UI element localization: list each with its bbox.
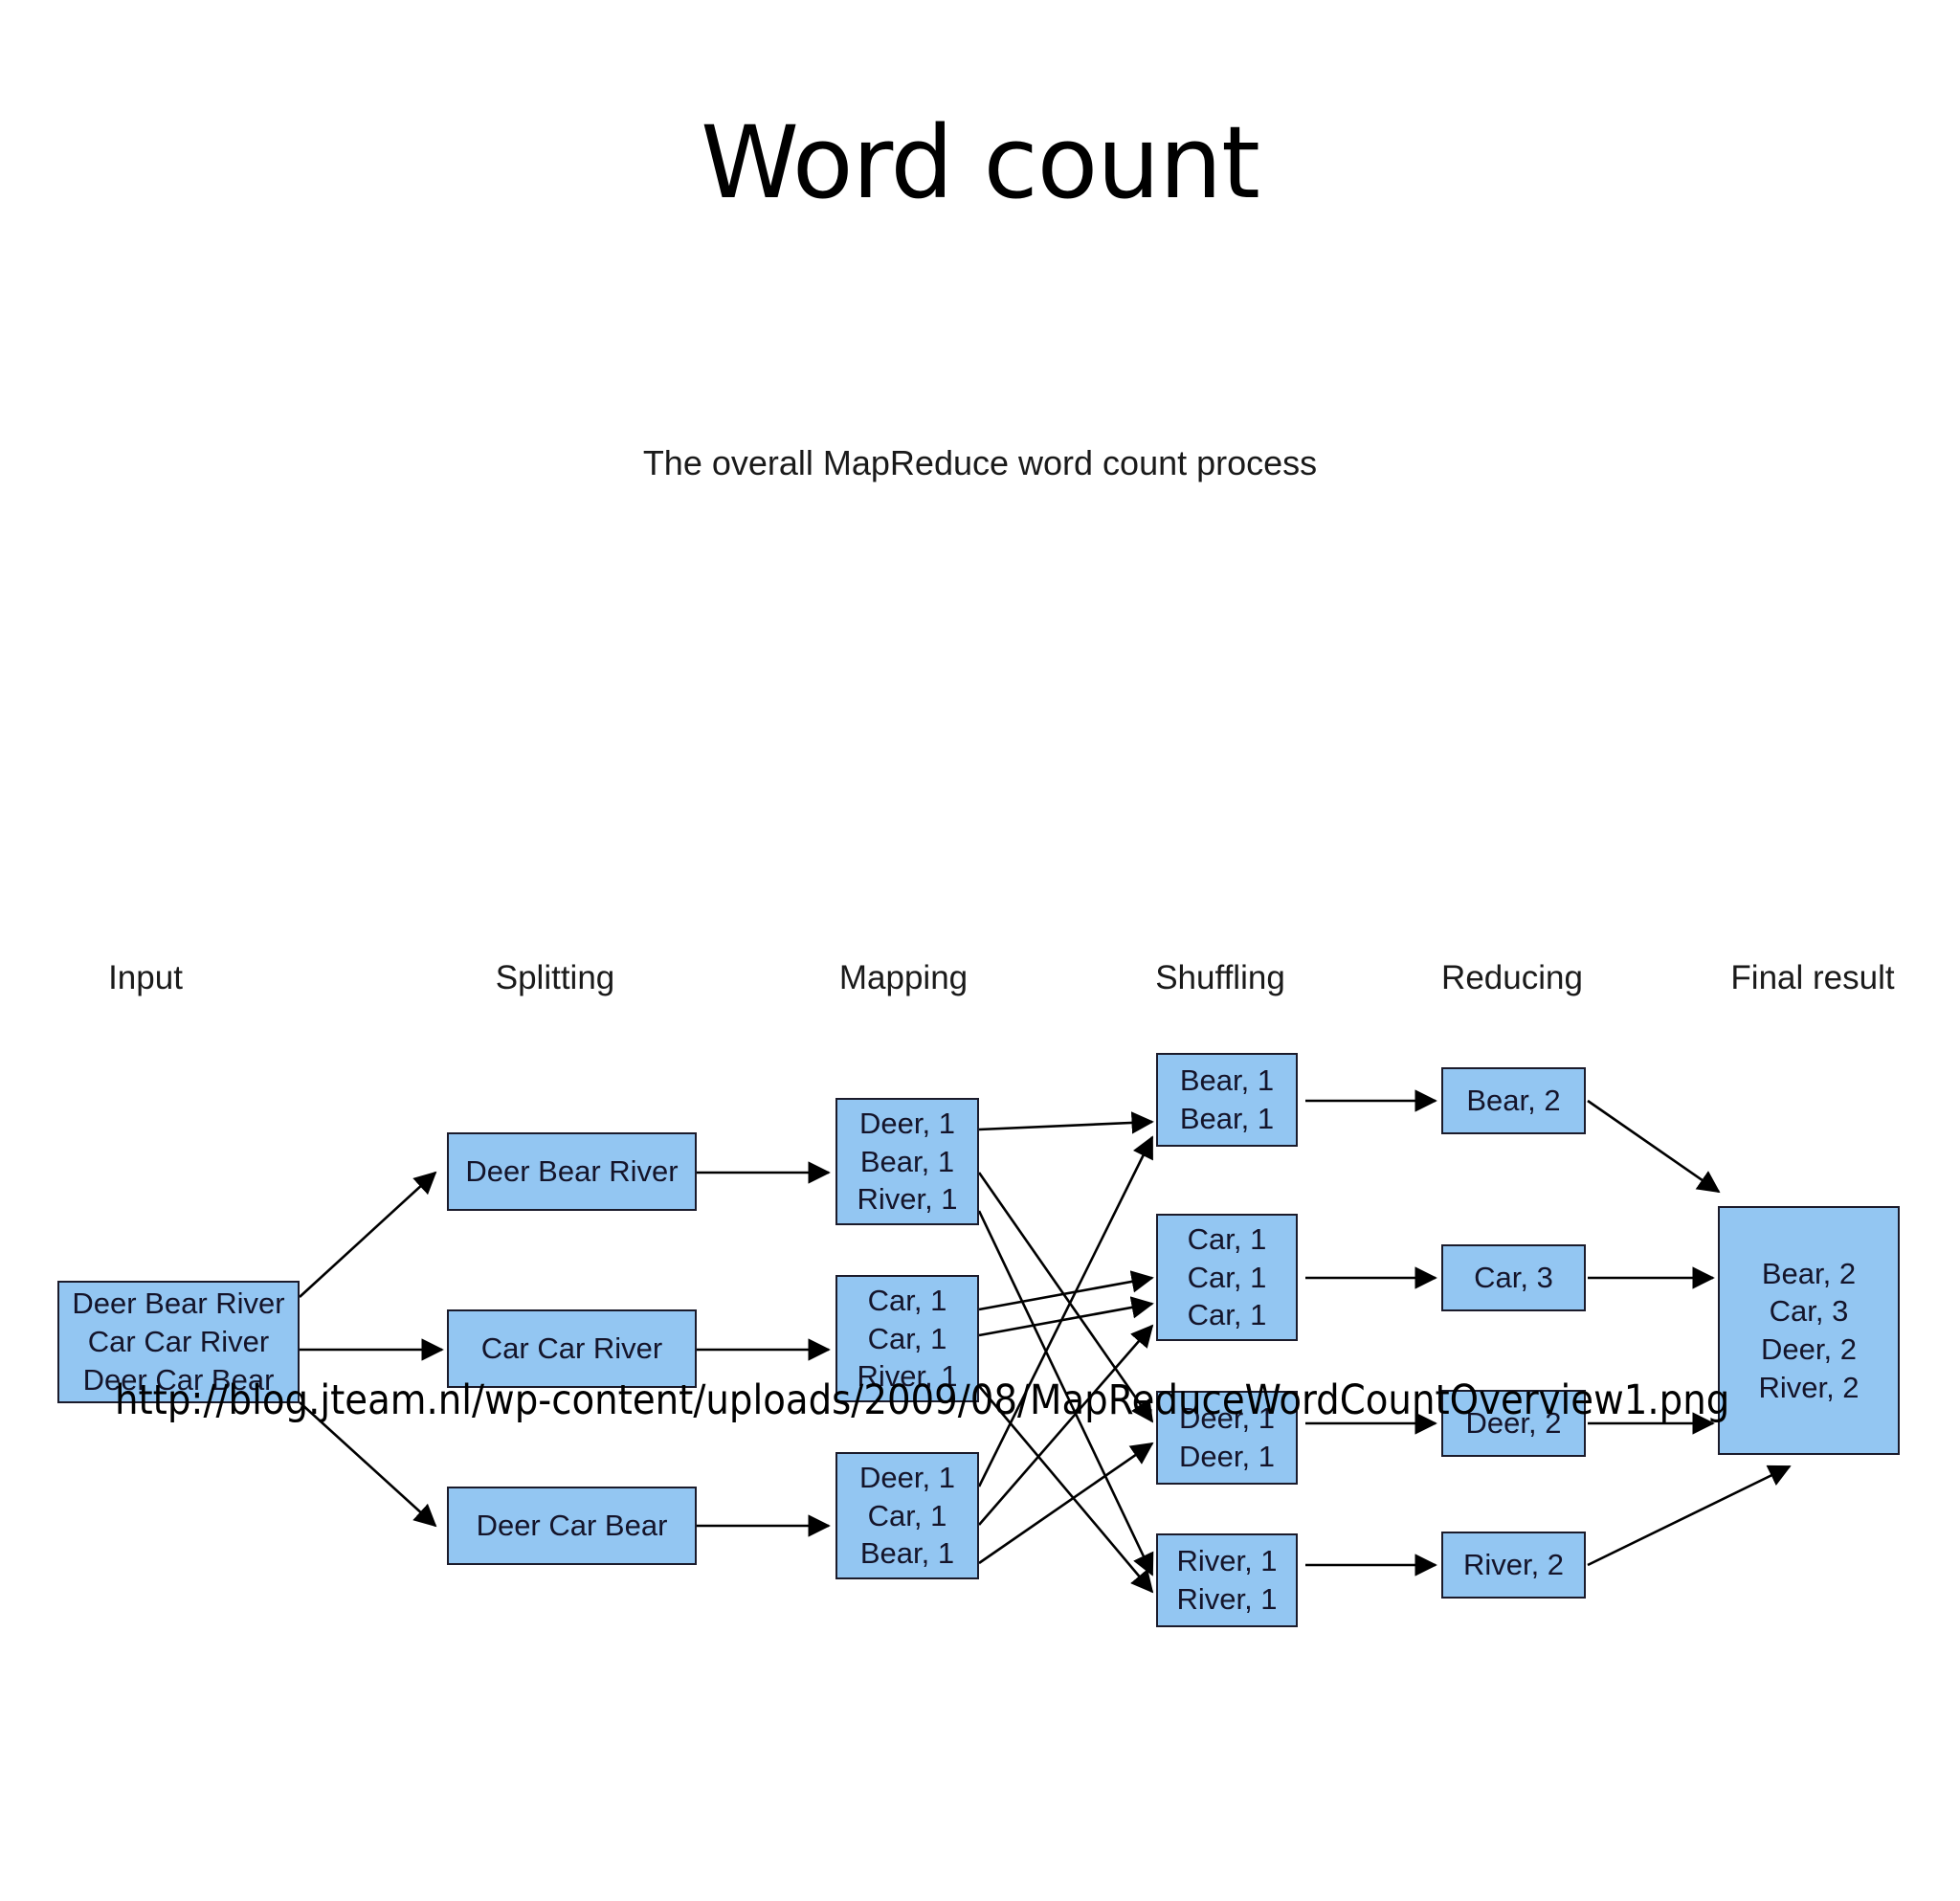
node-reduce-car[interactable]: Car, 3 [1441,1244,1586,1311]
node-split-3[interactable]: Deer Car Bear [447,1487,697,1565]
node-line: Bear, 1 [1179,1102,1275,1135]
node-line: Car, 1 [867,1498,947,1532]
stage-header-input: Input [108,959,183,996]
node-line: River, 1 [1176,1544,1278,1578]
node-line: Car, 1 [1187,1298,1267,1332]
diagram-caption: The overall MapReduce word count process [642,443,1318,482]
page-title: Word count [701,104,1260,221]
stage-header-splitting: Splitting [495,959,615,996]
node-shuffle-car[interactable]: Car, 1 Car, 1 Car, 1 [1156,1214,1298,1341]
node-line: River, 2 [1462,1548,1565,1582]
node-reduce-bear[interactable]: Bear, 2 [1441,1067,1586,1134]
node-map-2[interactable]: Car, 1 Car, 1 River, 1 [835,1275,979,1402]
node-map-3[interactable]: Deer, 1 Car, 1 Bear, 1 [835,1452,979,1579]
stage-header-shuffling: Shuffling [1155,959,1285,996]
node-line: Deer Bear River [72,1286,285,1321]
node-line: Car, 1 [867,1321,947,1355]
stage-header-final-result: Final result [1730,959,1895,996]
node-line: Deer, 1 [859,1460,955,1494]
node-line: Deer Car Bear [476,1509,668,1543]
node-line: Bear, 1 [859,1536,955,1571]
node-shuffle-bear[interactable]: Bear, 1 Bear, 1 [1156,1053,1298,1147]
node-line: River, 1 [1176,1582,1278,1616]
node-line: River, 2 [1758,1370,1860,1404]
node-line: Deer, 2 [1465,1406,1562,1441]
node-line: Car, 1 [867,1283,947,1317]
node-map-1[interactable]: Deer, 1 Bear, 1 River, 1 [835,1098,979,1225]
arrow-layer [299,1089,1792,1594]
node-line: Car Car River [480,1331,663,1366]
stage-header-mapping: Mapping [838,959,969,996]
node-input[interactable]: Deer Bear River Car Car River Deer Car B… [57,1281,300,1403]
node-line: Deer, 2 [1761,1332,1857,1366]
node-line: Car, 1 [1187,1260,1267,1294]
node-reduce-river[interactable]: River, 2 [1441,1532,1586,1599]
node-line: Car Car River [87,1325,270,1359]
source-url-text: http://blog.jteam.nl/wp-content/uploads/… [115,1376,1730,1424]
node-split-1[interactable]: Deer Bear River [447,1132,697,1211]
node-final-result[interactable]: Bear, 2 Car, 3 Deer, 2 River, 2 [1718,1206,1900,1455]
node-line: River, 1 [857,1359,958,1394]
mapreduce-diagram: The overall MapReduce word count process… [0,431,1960,1627]
node-line: Bear, 2 [1761,1256,1857,1290]
node-line: Deer, 1 [1179,1440,1275,1473]
node-line: Car, 3 [1769,1294,1849,1329]
node-line: Car, 1 [1187,1221,1267,1256]
node-split-2[interactable]: Car Car River [447,1309,697,1388]
node-line: River, 1 [857,1182,958,1217]
node-line: Bear, 1 [1179,1063,1275,1098]
node-line: Bear, 1 [859,1144,955,1178]
node-line: Deer Bear River [465,1154,679,1189]
node-line: Deer, 1 [859,1106,955,1140]
node-line: Deer, 1 [1179,1401,1275,1436]
stage-header-reducing: Reducing [1441,959,1583,996]
node-line: Deer Car Bear [82,1362,275,1397]
node-line: Car, 3 [1474,1261,1553,1295]
node-line: Bear, 2 [1466,1084,1561,1118]
node-reduce-deer[interactable]: Deer, 2 [1441,1390,1586,1457]
node-shuffle-river[interactable]: River, 1 River, 1 [1156,1533,1298,1627]
